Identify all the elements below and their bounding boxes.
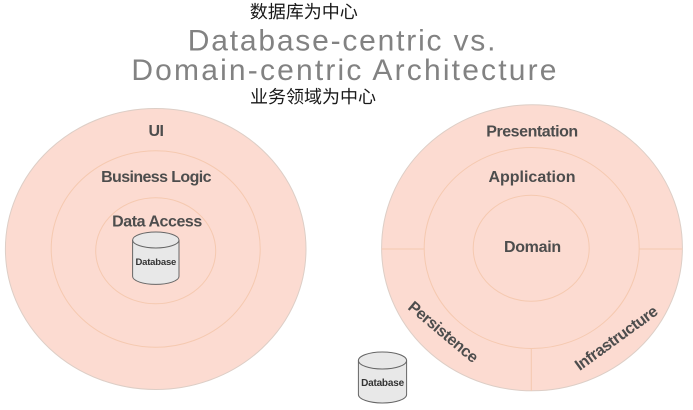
svg-text:Database: Database	[361, 378, 405, 389]
svg-text:Domain-centric Architecture: Domain-centric Architecture	[131, 54, 558, 87]
svg-text:UI: UI	[149, 123, 164, 140]
svg-text:Presentation: Presentation	[486, 124, 578, 141]
svg-text:Data Access: Data Access	[112, 214, 202, 231]
svg-text:Business Logic: Business Logic	[101, 169, 212, 186]
svg-text:Database: Database	[135, 257, 176, 268]
svg-text:Application: Application	[488, 169, 575, 186]
svg-text:Domain: Domain	[504, 239, 561, 256]
svg-text:Database-centric vs.: Database-centric vs.	[188, 25, 497, 58]
